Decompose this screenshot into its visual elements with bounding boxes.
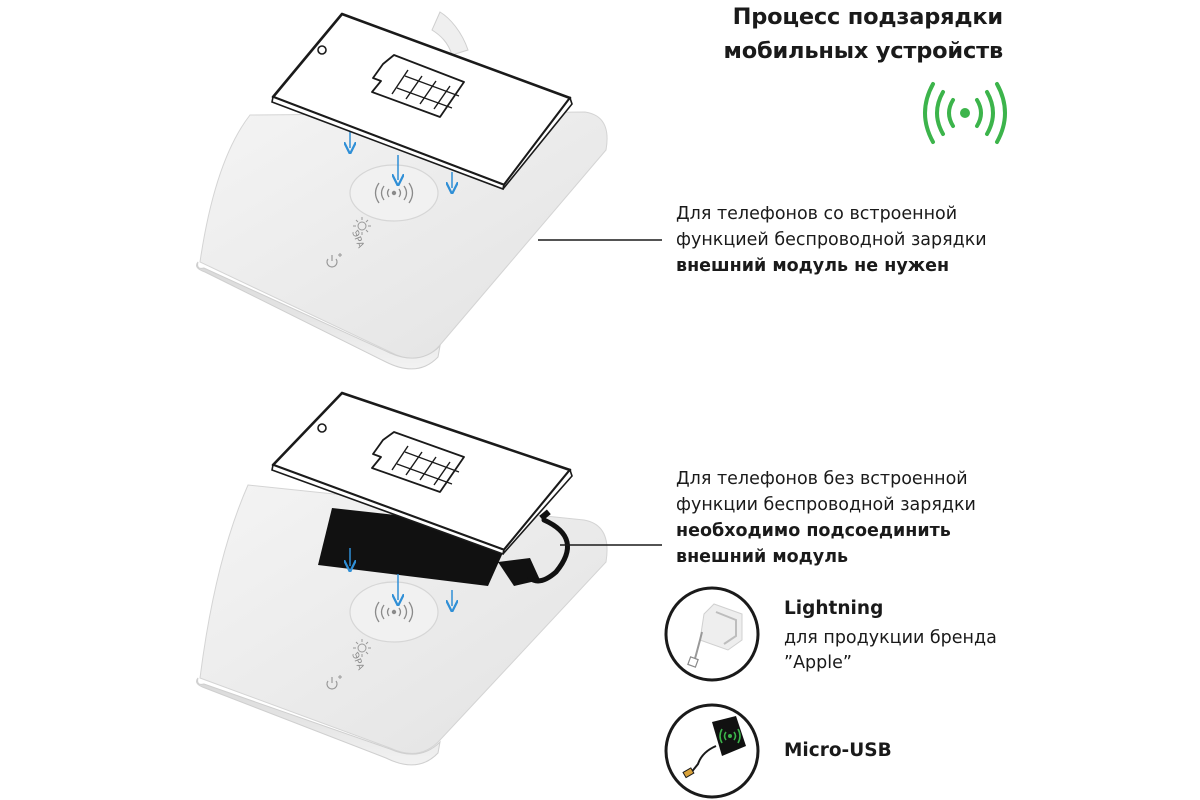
phone-top bbox=[271, 12, 573, 191]
wireless-signal-icon bbox=[374, 601, 414, 623]
page-title: Процесс подзарядки мобильных устройств bbox=[723, 0, 1004, 68]
micro-usb-label: Micro-USB bbox=[784, 740, 892, 761]
description-builtin: Для телефонов со встроенной функцией бес… bbox=[676, 201, 987, 279]
lightning-sub-line-2: ”Apple” bbox=[784, 653, 852, 673]
phone-bottom bbox=[271, 391, 573, 556]
wireless-signal-icon bbox=[923, 82, 1007, 144]
title-line-2: мобильных устройств bbox=[723, 38, 1004, 64]
description-builtin-line-1: Для телефонов со встроенной bbox=[676, 204, 958, 224]
sun-logo-icon bbox=[353, 639, 371, 657]
lightning-plug-icon bbox=[664, 586, 760, 682]
lightning-label: Lightning bbox=[784, 598, 884, 619]
description-external-line-2: функции беспроводной зарядки bbox=[676, 495, 976, 515]
description-builtin-line-3: внешний модуль не нужен bbox=[676, 256, 950, 276]
description-external-line-1: Для телефонов без встроенной bbox=[676, 469, 968, 489]
description-external: Для телефонов без встроенной функции бес… bbox=[676, 466, 976, 570]
arrow-down-icon bbox=[350, 130, 452, 188]
battery-icon bbox=[371, 431, 465, 493]
battery-icon bbox=[371, 54, 465, 118]
description-builtin-line-2: функцией беспроводной зарядки bbox=[676, 230, 987, 250]
micro-usb-module-icon bbox=[664, 703, 760, 799]
arrow-down-icon bbox=[350, 548, 452, 606]
sun-logo-icon bbox=[353, 217, 371, 235]
power-icon bbox=[326, 253, 342, 268]
power-icon bbox=[326, 675, 342, 690]
description-external-line-4: внешний модуль bbox=[676, 547, 849, 567]
wireless-signal-icon bbox=[374, 182, 414, 204]
lightning-sub-line-1: для продукции бренда bbox=[784, 628, 997, 648]
description-external-line-3: необходимо подсоединить bbox=[676, 521, 951, 541]
title-line-1: Процесс подзарядки bbox=[732, 4, 1004, 30]
